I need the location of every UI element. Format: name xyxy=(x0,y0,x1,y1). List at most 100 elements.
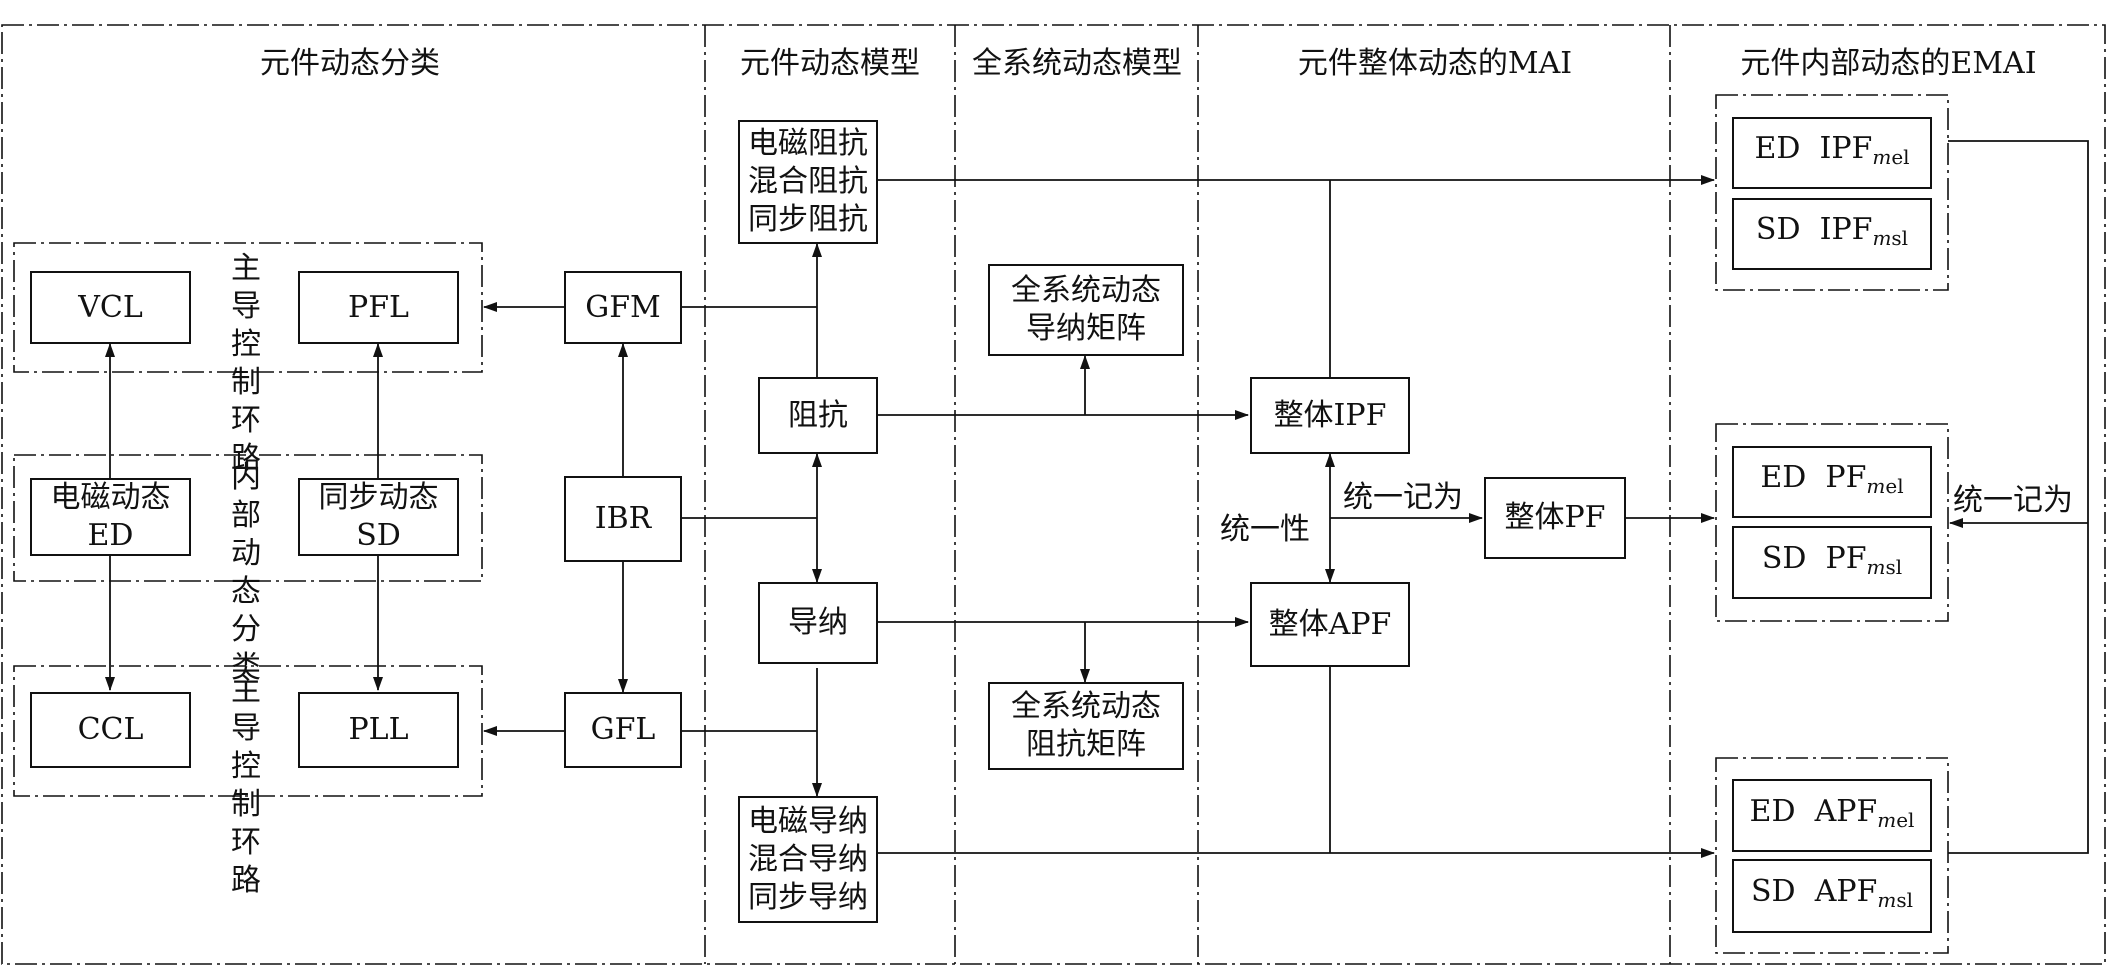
box-overall-pf: 整体PF xyxy=(1484,477,1626,559)
group-label-mid-3: 分类 xyxy=(231,612,261,685)
label-unified-record: 统一记为 xyxy=(1343,480,1463,515)
box-ed-line-1: 电磁动态 xyxy=(50,480,171,515)
column-title-system: 全系统动态模型 xyxy=(972,46,1182,81)
emai-ipf-sd-sub-r: sl xyxy=(1891,226,1909,250)
emai-ipf-sd-text: SD IPFmsl xyxy=(1756,211,1908,257)
group-frame-mid xyxy=(13,454,483,582)
imp-type-3: 同步阻抗 xyxy=(748,202,868,237)
emai-apf-sd-sub-r: sl xyxy=(1896,888,1913,912)
group-label-mid: 内部 动态 分类 xyxy=(226,459,266,687)
emai-apf-ed-pre: ED xyxy=(1749,793,1796,829)
box-pfl-label: PFL xyxy=(348,289,409,325)
group-label-bottom-2: 控制 xyxy=(231,749,261,822)
group-label-mid-2: 动态 xyxy=(231,536,261,609)
emai-frame-pf xyxy=(1715,423,1949,622)
emai-pf-sd-text: SD PFmsl xyxy=(1762,540,1902,586)
group-frame-top xyxy=(13,242,483,373)
group-label-mid-1: 内部 xyxy=(231,460,261,533)
box-ed-line-2: ED xyxy=(87,518,134,553)
emai-pf-sd-sub-m: m xyxy=(1866,554,1886,579)
group-frame-bottom xyxy=(13,665,483,797)
emai-apf-ed-text: ED APFmel xyxy=(1750,793,1915,839)
box-impedance-label: 阻抗 xyxy=(788,397,848,433)
emai-frame-ipf xyxy=(1715,94,1949,291)
box-overall-apf: 整体APF xyxy=(1250,582,1410,667)
emai-apf-ed-main: APF xyxy=(1814,793,1878,829)
box-admittance-types: 电磁导纳 混合导纳 同步导纳 xyxy=(738,796,878,923)
emai-pf-ed-main: PF xyxy=(1825,460,1867,495)
column-title-model: 元件动态模型 xyxy=(740,46,920,81)
emai-pf-sd-sub-r: sl xyxy=(1885,554,1903,579)
box-ccl: CCL xyxy=(30,692,191,768)
emai-apf-sd-main: APF xyxy=(1814,874,1878,909)
box-ibr: IBR xyxy=(564,476,682,562)
emai-apf-ed: ED APFmel xyxy=(1732,779,1932,852)
group-label-bottom-1: 主导 xyxy=(231,673,261,746)
emai-apf-sd-pre: SD xyxy=(1751,874,1796,909)
box-ed: 电磁动态 ED xyxy=(30,478,191,556)
emai-pf-ed-pre: ED xyxy=(1760,460,1807,495)
adm-type-1: 电磁导纳 xyxy=(748,803,868,839)
box-overall-ipf-label: 整体IPF xyxy=(1273,397,1387,433)
emai-apf-sd-text: SD APFmsl xyxy=(1751,873,1913,919)
emai-ipf-ed-sub-r: el xyxy=(1891,145,1910,169)
emai-pf-ed: ED PFmel xyxy=(1732,446,1932,518)
emai-ipf-ed-pre: ED xyxy=(1754,131,1801,166)
box-system-impedance: 全系统动态 阻抗矩阵 xyxy=(988,682,1184,770)
emai-ipf-sd-main: IPF xyxy=(1819,212,1873,247)
sys-adm-line-1: 全系统动态 xyxy=(1011,273,1161,308)
box-sd: 同步动态 SD xyxy=(298,478,459,556)
emai-ipf-ed-text: ED IPFmel xyxy=(1754,130,1909,176)
box-admittance-label: 导纳 xyxy=(788,605,848,640)
emai-apf-ed-sub-m: m xyxy=(1877,807,1897,832)
group-label-top-3: 环路 xyxy=(231,403,261,476)
box-gfl: GFL xyxy=(564,692,682,768)
imp-type-1: 电磁阻抗 xyxy=(748,126,868,161)
outer-frame xyxy=(1,24,2106,965)
column-title-mai: 元件整体动态的MAI xyxy=(1297,46,1573,81)
group-label-bottom-3: 环路 xyxy=(231,825,261,898)
emai-ipf-ed: ED IPFmel xyxy=(1732,117,1932,189)
box-impedance-types: 电磁阻抗 混合阻抗 同步阻抗 xyxy=(738,120,878,244)
box-pfl: PFL xyxy=(298,271,459,344)
box-pll: PLL xyxy=(298,692,459,768)
box-pll-label: PLL xyxy=(348,712,409,747)
line-right-loop xyxy=(1948,140,2089,854)
adm-type-2: 混合导纳 xyxy=(748,841,868,877)
emai-apf-sd-sub-m: m xyxy=(1877,888,1897,912)
emai-ipf-ed-main: IPF xyxy=(1819,131,1873,166)
box-gfl-label: GFL xyxy=(590,712,656,747)
label-unified-record-right: 统一记为 xyxy=(1953,483,2073,518)
box-vcl: VCL xyxy=(30,271,191,344)
emai-pf-ed-sub-r: el xyxy=(1885,474,1904,498)
box-gfm: GFM xyxy=(564,271,682,344)
box-gfm-label: GFM xyxy=(585,289,661,325)
emai-pf-sd: SD PFmsl xyxy=(1732,526,1932,599)
imp-type-2: 混合阻抗 xyxy=(748,164,868,199)
box-admittance: 导纳 xyxy=(758,582,878,664)
emai-pf-ed-text: ED PFmel xyxy=(1760,459,1903,505)
group-label-top-2: 控制 xyxy=(231,327,261,400)
box-ibr-label: IBR xyxy=(594,501,652,536)
box-system-admittance: 全系统动态 导纳矩阵 xyxy=(988,264,1184,356)
box-sd-line-2: SD xyxy=(356,518,401,553)
box-overall-ipf: 整体IPF xyxy=(1250,377,1410,454)
sys-imp-line-1: 全系统动态 xyxy=(1011,689,1161,724)
column-title-emai: 元件内部动态的EMAI xyxy=(1740,46,2037,81)
label-unity: 统一性 xyxy=(1220,512,1310,547)
box-overall-apf-label: 整体APF xyxy=(1268,606,1392,642)
box-ccl-label: CCL xyxy=(77,712,144,747)
emai-ipf-ed-sub-m: m xyxy=(1872,145,1892,169)
box-sd-line-1: 同步动态 xyxy=(318,480,439,515)
emai-pf-sd-main: PF xyxy=(1825,540,1867,576)
box-impedance: 阻抗 xyxy=(758,377,878,454)
group-label-bottom: 主导 控制 环路 xyxy=(226,672,266,900)
group-label-top-1: 主导 xyxy=(231,251,261,324)
box-overall-pf-label: 整体PF xyxy=(1504,500,1606,535)
box-vcl-label: VCL xyxy=(78,289,143,325)
emai-frame-apf xyxy=(1715,757,1949,954)
emai-pf-sd-pre: SD xyxy=(1761,540,1807,576)
group-label-top: 主导 控制 环路 xyxy=(226,250,266,478)
